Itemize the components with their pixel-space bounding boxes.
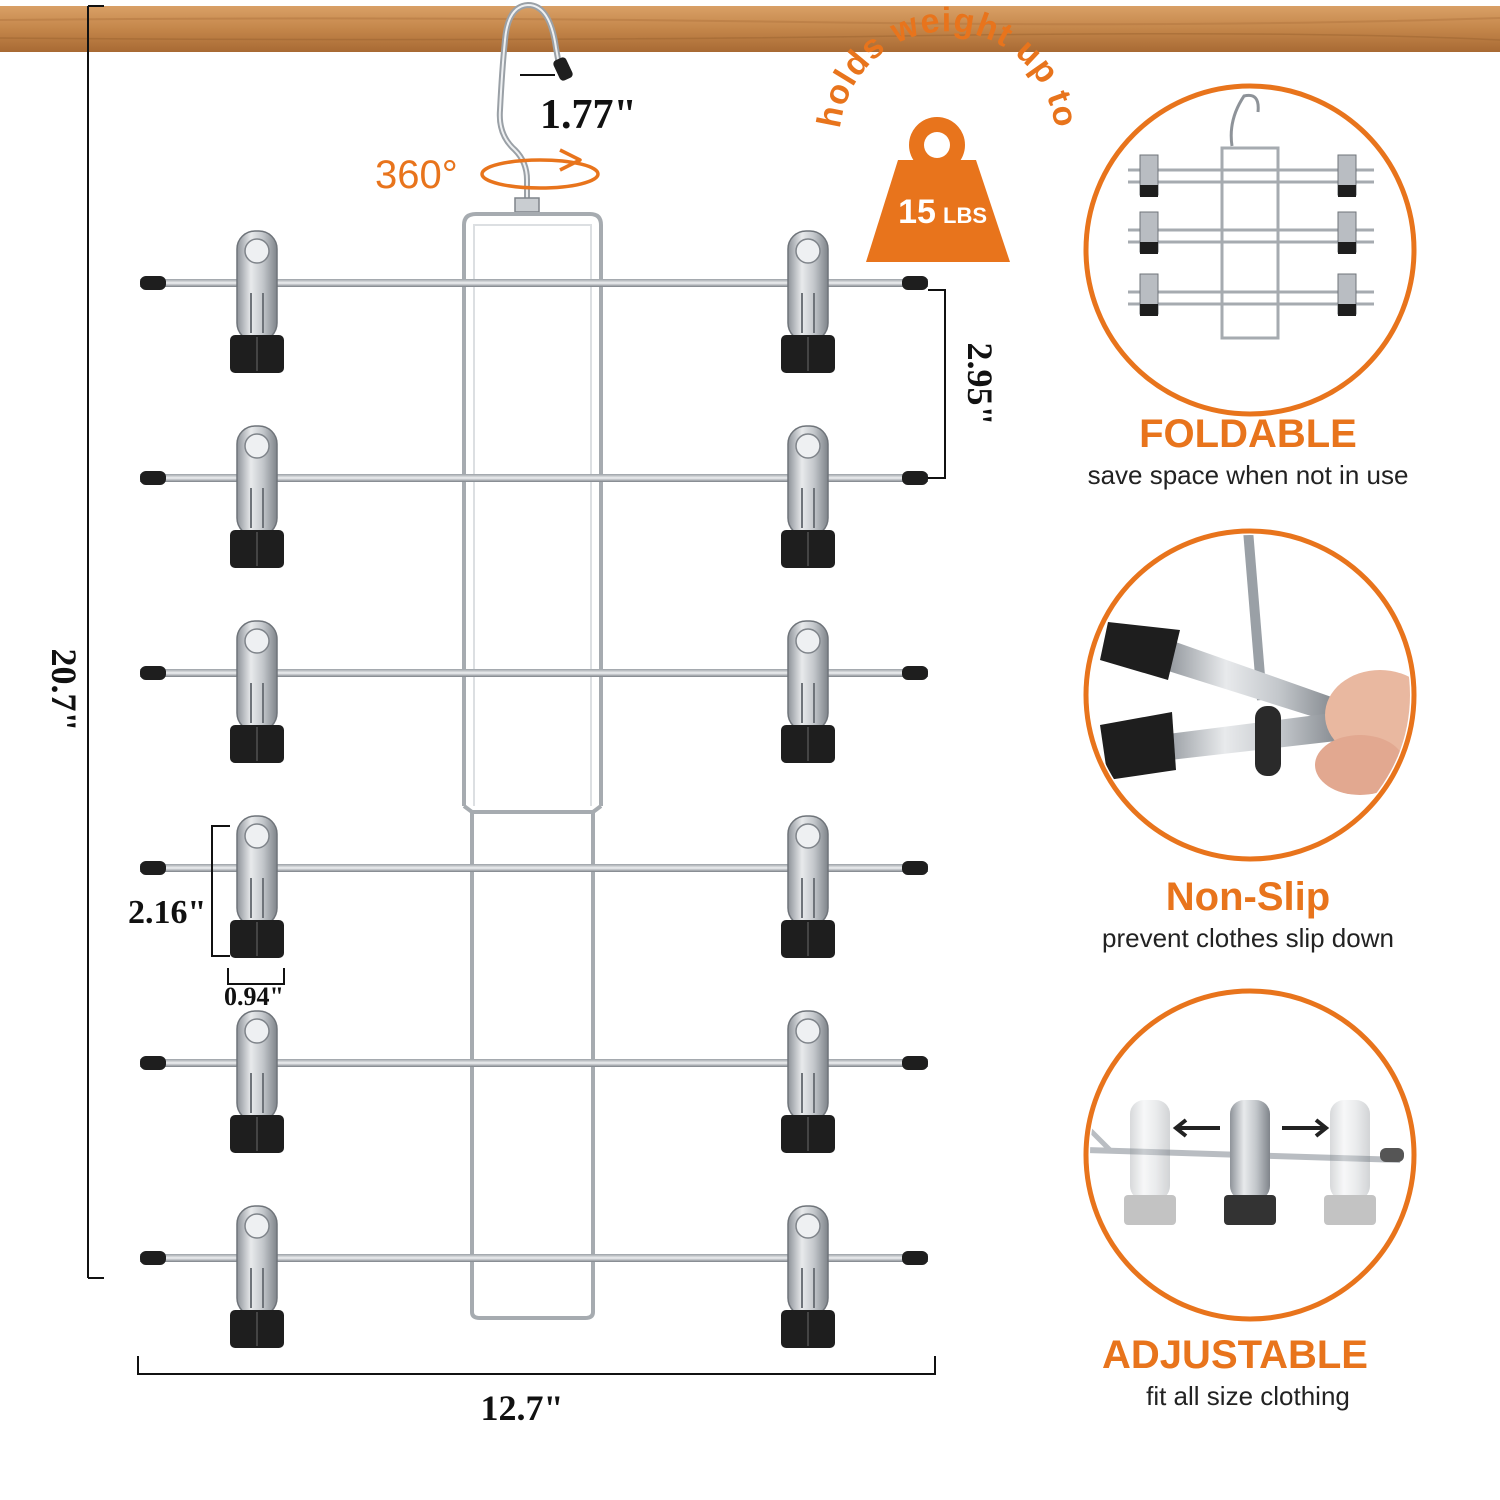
- clip-height-label: 2.16": [128, 894, 206, 931]
- total-height-label: 20.7": [44, 649, 84, 732]
- hook-height-label: 1.77": [540, 92, 637, 138]
- clip-height-dimension: [211, 825, 230, 957]
- rubber-end-cap: [140, 861, 166, 875]
- clip[interactable]: [230, 620, 284, 763]
- total-width-label: 12.7": [481, 1388, 564, 1428]
- feature-adjustable: ADJUSTABLE fit all size clothing: [1083, 988, 1417, 1411]
- rotation-label: 360°: [375, 153, 458, 197]
- clip-width-label: 0.94": [224, 982, 284, 1011]
- clip[interactable]: [781, 815, 835, 958]
- clip[interactable]: [230, 1205, 284, 1348]
- clip-width-dimension: [227, 968, 285, 985]
- rubber-end-cap: [902, 1056, 928, 1070]
- sliding-clips-photo-icon: [1090, 1100, 1404, 1225]
- rung: [140, 1010, 928, 1153]
- feature-foldable-title: FOLDABLE: [1139, 412, 1357, 456]
- clip[interactable]: [781, 425, 835, 568]
- width-dimension-line: [137, 1356, 936, 1375]
- clip[interactable]: [230, 425, 284, 568]
- feature-non-slip: Non-Slip prevent clothes slip down: [1083, 528, 1417, 953]
- rung: [140, 1205, 928, 1348]
- feature-foldable-subtitle: save space when not in use: [1088, 460, 1409, 490]
- rubber-end-cap: [140, 276, 166, 290]
- rubber-end-cap: [140, 471, 166, 485]
- rubber-end-cap: [902, 471, 928, 485]
- clip[interactable]: [230, 1010, 284, 1153]
- feature-foldable: FOLDABLE save space when not in use: [1083, 83, 1417, 490]
- weight-unit: LBS: [943, 203, 987, 228]
- rung: [140, 620, 928, 763]
- closet-rod: [0, 6, 1500, 52]
- clip[interactable]: [781, 230, 835, 373]
- rung: [140, 425, 928, 568]
- rubber-end-cap: [902, 666, 928, 680]
- rubber-end-cap: [902, 1251, 928, 1265]
- clip[interactable]: [781, 1205, 835, 1348]
- rubber-end-cap: [140, 1056, 166, 1070]
- clip[interactable]: [230, 815, 284, 958]
- rung-spacing-label: 2.95": [960, 343, 1000, 426]
- rubber-end-cap: [140, 666, 166, 680]
- rung: [140, 815, 928, 958]
- feature-adjustable-subtitle: fit all size clothing: [1146, 1381, 1350, 1411]
- height-dimension-line: [87, 5, 104, 1279]
- hanger-center-frame: [462, 212, 603, 1320]
- folded-hanger-photo-icon: [1128, 93, 1374, 340]
- clip[interactable]: [781, 620, 835, 763]
- rotation-arrow-icon: [480, 148, 600, 190]
- weight-icon: 15 LBS: [866, 117, 1010, 262]
- weight-value: 15: [898, 193, 936, 231]
- rung: [140, 230, 928, 373]
- clip[interactable]: [781, 1010, 835, 1153]
- rubber-end-cap: [902, 861, 928, 875]
- feature-adjustable-title: ADJUSTABLE: [1102, 1333, 1368, 1377]
- feature-non-slip-title: Non-Slip: [1166, 875, 1330, 919]
- clip[interactable]: [230, 230, 284, 373]
- swivel-hook: [496, 1, 573, 213]
- feature-non-slip-subtitle: prevent clothes slip down: [1102, 923, 1394, 953]
- rubber-end-cap: [140, 1251, 166, 1265]
- rubber-end-cap: [902, 276, 928, 290]
- rung-spacing-dimension: [928, 289, 946, 479]
- hanger-rungs: [140, 230, 928, 1348]
